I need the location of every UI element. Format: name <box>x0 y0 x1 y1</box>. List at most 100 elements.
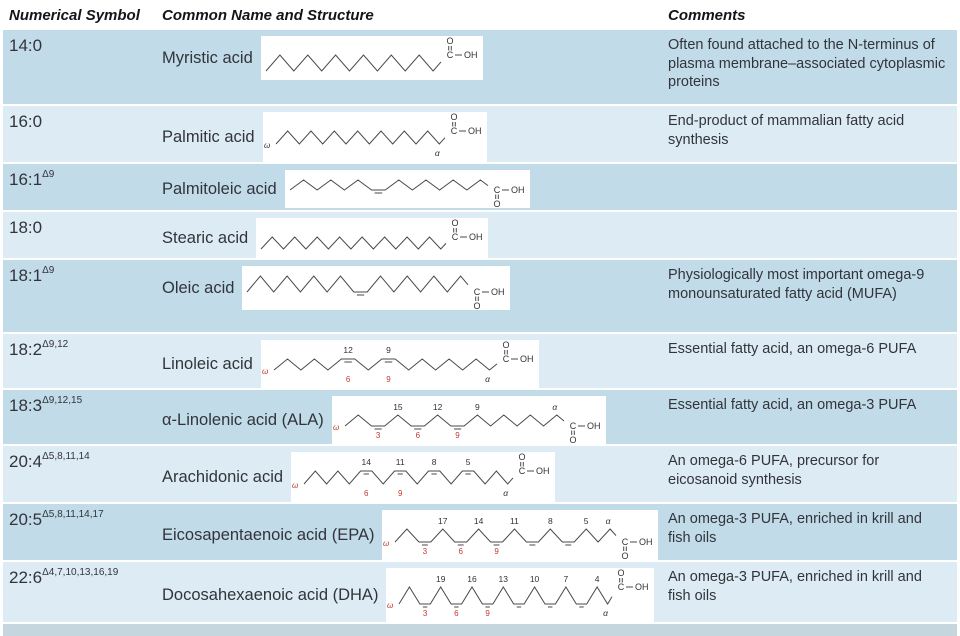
svg-text:6: 6 <box>459 547 464 556</box>
svg-text:C: C <box>519 466 526 476</box>
svg-text:11: 11 <box>511 516 520 526</box>
symbol-text: 18:0 <box>9 218 43 237</box>
comments-cell: End-product of mammalian fatty acid synt… <box>668 113 905 148</box>
symbol-text: 20:4 <box>9 452 43 471</box>
svg-text:O: O <box>502 340 509 350</box>
comments-cell: An omega-3 PUFA, enriched in krill and f… <box>668 569 922 604</box>
symbol-text: 22:6 <box>9 568 43 587</box>
svg-text:6: 6 <box>455 609 460 618</box>
numerical-symbol-cell: 18:1Δ9 <box>3 265 162 332</box>
comments-cell: An omega-6 PUFA, precursor for eicosanoi… <box>668 453 880 488</box>
svg-text:α: α <box>435 148 441 158</box>
svg-text:O: O <box>474 301 481 310</box>
comments-cell <box>668 218 957 258</box>
svg-text:C: C <box>447 50 454 60</box>
fatty-acid-name: Stearic acid <box>162 228 249 247</box>
symbol-superscript: Δ9 <box>42 169 55 181</box>
symbol-superscript: Δ5,8,11,14 <box>42 451 90 463</box>
table-row: 18:0 Stearic acid C OH O <box>3 212 957 258</box>
table-row: 22:6Δ4,7,10,13,16,19 Docosahexaenoic aci… <box>3 562 957 622</box>
comments-cell: An omega-3 PUFA, enriched in krill and f… <box>668 511 922 546</box>
svg-text:O: O <box>452 218 459 228</box>
symbol-text: 16:0 <box>9 112 43 131</box>
numerical-symbol-cell: 16:1Δ9 <box>3 169 162 210</box>
common-name-cell: Palmitoleic acid C OH O <box>162 170 668 209</box>
symbol-text: 18:2 <box>9 340 43 359</box>
fatty-acid-name: Docosahexaenoic acid (DHA) <box>162 585 379 604</box>
svg-text:3: 3 <box>423 609 428 618</box>
svg-text:11: 11 <box>396 457 405 467</box>
symbol-superscript: Δ9,12,15 <box>42 395 83 407</box>
svg-text:12: 12 <box>343 345 353 355</box>
svg-text:C: C <box>618 582 625 592</box>
svg-text:9: 9 <box>386 345 391 355</box>
svg-text:O: O <box>618 568 625 578</box>
svg-text:6: 6 <box>415 431 420 440</box>
symbol-superscript: Δ9 <box>42 265 55 277</box>
fatty-acid-name: Palmitoleic acid <box>162 179 277 198</box>
svg-text:5: 5 <box>584 516 589 526</box>
numerical-symbol-cell: 14:0 <box>3 36 162 104</box>
fatty-acid-name: Oleic acid <box>162 278 235 297</box>
structure-box: C OH O <box>284 170 530 209</box>
svg-text:O: O <box>493 199 500 208</box>
svg-text:9: 9 <box>398 489 403 498</box>
svg-text:C: C <box>452 232 459 242</box>
svg-text:O: O <box>450 112 457 122</box>
fatty-acid-structure-drawing: C OH O <box>289 179 525 209</box>
bottom-bar <box>3 624 957 636</box>
table-row: 20:5Δ5,8,11,14,17 Eicosapentaenoic acid … <box>3 504 957 561</box>
comments-cell: Physiologically most important omega-9 m… <box>668 267 925 302</box>
svg-text:α: α <box>485 374 491 384</box>
fatty-acid-name: Linoleic acid <box>162 354 253 373</box>
svg-text:ω: ω <box>264 141 270 150</box>
svg-text:O: O <box>569 435 576 444</box>
svg-text:C: C <box>503 354 510 364</box>
column-header-common-name-structure: Common Name and Structure <box>162 6 374 24</box>
fatty-acid-name: α-Linolenic acid (ALA) <box>162 410 324 429</box>
svg-text:O: O <box>519 452 526 462</box>
symbol-text: 16:1 <box>9 170 43 189</box>
comments-cell <box>668 170 957 210</box>
svg-text:15: 15 <box>393 402 403 412</box>
column-header-comments: Comments <box>668 6 746 24</box>
svg-text:14: 14 <box>474 516 484 526</box>
svg-text:C: C <box>493 185 500 195</box>
table-row: 16:1Δ9 Palmitoleic acid C OH O <box>3 164 957 210</box>
svg-text:9: 9 <box>386 375 391 384</box>
svg-text:ω: ω <box>387 601 393 610</box>
svg-text:α: α <box>552 402 558 412</box>
svg-text:ω: ω <box>333 423 339 432</box>
svg-text:OH: OH <box>511 185 525 195</box>
svg-text:3: 3 <box>423 547 428 556</box>
numerical-symbol-cell: 22:6Δ4,7,10,13,16,19 <box>3 567 162 622</box>
comments-cell: Essential fatty acid, an omega-6 PUFA <box>668 341 917 357</box>
svg-text:O: O <box>622 551 629 560</box>
svg-text:5: 5 <box>466 457 471 467</box>
svg-text:OH: OH <box>468 126 482 136</box>
svg-text:7: 7 <box>564 574 569 584</box>
symbol-text: 18:1 <box>9 266 43 285</box>
symbol-superscript: Δ9,12 <box>42 339 69 351</box>
svg-text:OH: OH <box>469 232 483 242</box>
svg-text:12: 12 <box>433 402 443 412</box>
numerical-symbol-cell: 16:0 <box>3 112 162 162</box>
column-header-numerical-symbol: Numerical Symbol <box>9 6 140 24</box>
svg-text:8: 8 <box>432 457 437 467</box>
svg-text:OH: OH <box>635 582 649 592</box>
